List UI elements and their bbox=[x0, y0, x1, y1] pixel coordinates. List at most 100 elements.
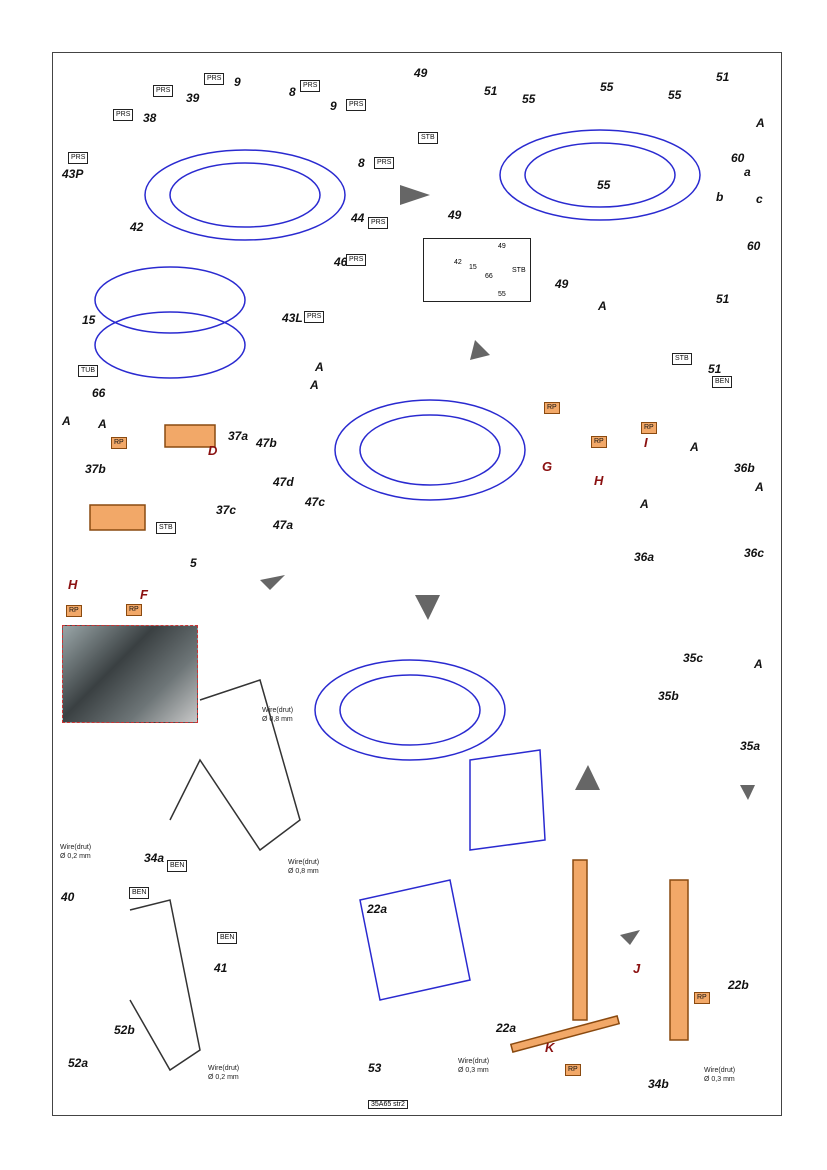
part-number: 8 bbox=[358, 156, 365, 170]
part-number: 49 bbox=[448, 208, 462, 222]
prs-tag: PRS bbox=[204, 73, 225, 85]
part-number: 51 bbox=[716, 70, 730, 84]
rp-tag: RP bbox=[641, 422, 657, 434]
part-number: A bbox=[755, 480, 764, 494]
part-number: A bbox=[640, 497, 649, 511]
rp-tag: RP bbox=[694, 992, 710, 1004]
prs-tag: PRS bbox=[374, 157, 395, 169]
assembly-arrows bbox=[260, 185, 755, 945]
part-number: 52b bbox=[114, 1023, 135, 1037]
ring-15 bbox=[94, 266, 246, 334]
part-number: A bbox=[310, 378, 319, 392]
ben-tag: BEN bbox=[217, 932, 238, 944]
part-number: 55 bbox=[668, 88, 682, 102]
resin-part-37b bbox=[89, 504, 146, 531]
part-number: 8 bbox=[289, 85, 296, 99]
inset-label: STB bbox=[512, 267, 526, 274]
rp-tag: RP bbox=[565, 1064, 581, 1076]
prs-tag: PRS bbox=[300, 80, 321, 92]
part-number: 37b bbox=[85, 462, 106, 476]
ring-top-right bbox=[499, 129, 701, 221]
part-letter: D bbox=[208, 443, 218, 458]
stb-tag: STB bbox=[418, 132, 438, 144]
stb-tag: STB bbox=[672, 353, 692, 365]
part-number: 22b bbox=[728, 978, 749, 992]
resin-post-J bbox=[669, 879, 689, 1041]
part-number: 60 bbox=[731, 151, 745, 165]
part-number: 9 bbox=[330, 99, 337, 113]
part-number: A bbox=[315, 360, 324, 374]
part-number: A bbox=[690, 440, 699, 454]
part-number: 36a bbox=[634, 550, 655, 564]
part-letter: I bbox=[644, 435, 648, 450]
part-number: a bbox=[744, 165, 751, 179]
part-number: 37c bbox=[216, 503, 237, 517]
sheet-frame bbox=[52, 52, 782, 1116]
part-number: 53 bbox=[368, 1061, 382, 1075]
part-number: 38 bbox=[143, 111, 157, 125]
part-number: 47b bbox=[256, 436, 277, 450]
rp-tag: RP bbox=[544, 402, 560, 414]
inset-label: 66 bbox=[485, 273, 493, 280]
wire-note: Wire(drut) Ø 0,2 mm bbox=[60, 844, 92, 860]
part-number: 9 bbox=[234, 75, 241, 89]
part-number: 22a bbox=[367, 902, 388, 916]
part-number: 39 bbox=[186, 91, 200, 105]
inset-label: 55 bbox=[498, 291, 506, 298]
part-number: 15 bbox=[82, 313, 96, 327]
resin-rod-K bbox=[509, 1014, 621, 1054]
prs-tag: PRS bbox=[346, 254, 367, 266]
part-number: 46 bbox=[334, 255, 348, 269]
part-number: A bbox=[598, 299, 607, 313]
part-letter: H bbox=[68, 577, 78, 592]
part-number: 51 bbox=[716, 292, 730, 306]
part-number: 47d bbox=[273, 475, 294, 489]
ring-middle bbox=[334, 399, 526, 501]
part-number: 34b bbox=[648, 1077, 669, 1091]
part-number: 36b bbox=[734, 461, 755, 475]
part-number: 52a bbox=[68, 1056, 89, 1070]
part-number: 55 bbox=[597, 178, 611, 192]
part-number: 5 bbox=[190, 556, 197, 570]
part-number: 36c bbox=[744, 546, 765, 560]
wire-note: Wire(drut) Ø 0,3 mm bbox=[704, 1067, 736, 1083]
part-number: 49 bbox=[414, 66, 428, 80]
wire-note: Wire(drut) Ø 0,3 mm bbox=[458, 1058, 490, 1074]
part-number: A bbox=[62, 414, 71, 428]
wire-note: Wire(drut) Ø 0,8 mm bbox=[288, 859, 320, 875]
part-number: 47c bbox=[305, 495, 326, 509]
part-number: 47a bbox=[273, 518, 294, 532]
part-number: 55 bbox=[600, 80, 614, 94]
rp-tag: RP bbox=[66, 605, 82, 617]
part-number: 37a bbox=[228, 429, 249, 443]
part-number: 43P bbox=[62, 167, 84, 181]
wire-note: Wire(drut) Ø 0,2 mm bbox=[208, 1065, 240, 1081]
resin-part-D bbox=[164, 424, 216, 448]
resin-post bbox=[572, 859, 588, 1021]
part-number: 34a bbox=[144, 851, 165, 865]
seat-frame-40 bbox=[129, 899, 201, 1072]
seat-frame-wire bbox=[169, 679, 301, 852]
part-number: A bbox=[756, 116, 765, 130]
part-number: b bbox=[716, 190, 724, 204]
part-number: 60 bbox=[747, 239, 761, 253]
part-number: 43L bbox=[282, 311, 303, 325]
part-number: 55 bbox=[522, 92, 536, 106]
stb-tag: STB bbox=[156, 522, 176, 534]
rp-tag: RP bbox=[126, 604, 142, 616]
part-number: 51 bbox=[484, 84, 498, 98]
part-number: 42 bbox=[130, 220, 144, 234]
prs-tag: PRS bbox=[113, 109, 134, 121]
part-letter: J bbox=[633, 961, 641, 976]
part-number: c bbox=[756, 192, 763, 206]
part-number: A bbox=[98, 417, 107, 431]
ring-42 bbox=[144, 149, 346, 241]
prs-tag: PRS bbox=[68, 152, 89, 164]
part-number: 35b bbox=[658, 689, 679, 703]
rp-tag: RP bbox=[591, 436, 607, 448]
inset-label: 49 bbox=[498, 243, 506, 250]
part-letter: H bbox=[594, 473, 604, 488]
cross-section-inset: 42 15 49 STB 66 55 bbox=[423, 238, 531, 302]
